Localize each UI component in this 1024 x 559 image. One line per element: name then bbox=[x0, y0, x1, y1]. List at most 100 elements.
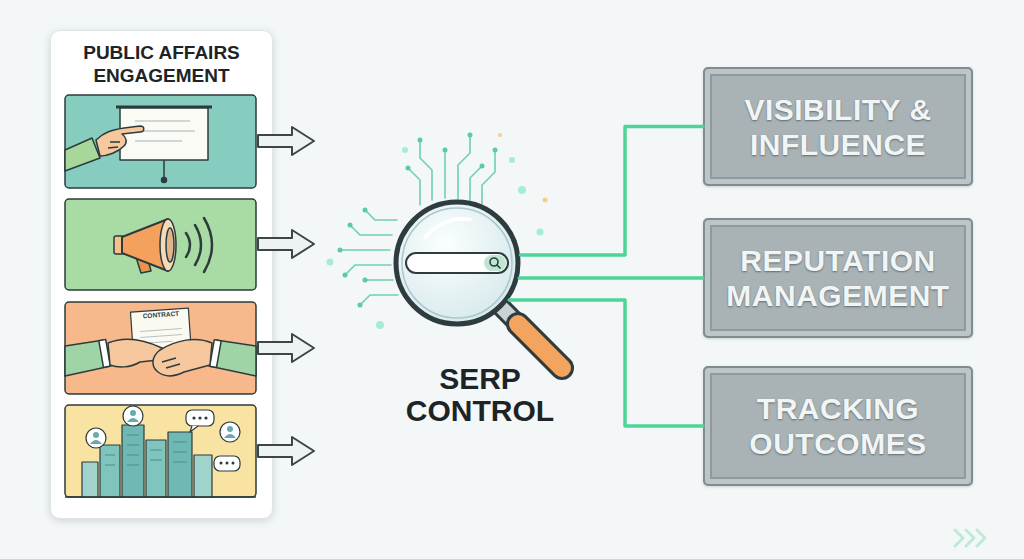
glow-sparkles bbox=[498, 133, 502, 137]
circuit-dots bbox=[338, 248, 343, 253]
city-card bbox=[214, 456, 240, 471]
city-card bbox=[130, 410, 136, 416]
search-bar bbox=[490, 258, 498, 266]
presentation-card bbox=[135, 130, 195, 132]
city-card bbox=[194, 455, 212, 497]
lens-glint bbox=[425, 219, 470, 237]
magnifier-handle bbox=[500, 306, 562, 368]
search-bar bbox=[484, 255, 506, 271]
flow-arrows bbox=[258, 127, 314, 155]
node-text: TRACKING OUTCOMES bbox=[717, 391, 959, 461]
circuit-dots bbox=[363, 208, 368, 213]
glow-sparkles bbox=[543, 198, 548, 203]
node-text: VISIBILITY & INFLUENCE bbox=[717, 92, 959, 162]
circuit-dots bbox=[343, 273, 348, 278]
circuit-dots bbox=[418, 138, 423, 143]
engagement-panel: PUBLIC AFFAIRS ENGAGEMENT bbox=[50, 30, 273, 519]
presentation-card bbox=[120, 108, 208, 160]
circuit-dots bbox=[493, 148, 498, 153]
circuit-lines bbox=[408, 168, 420, 205]
circuit-lines bbox=[360, 295, 398, 305]
megaphone-card bbox=[186, 218, 212, 272]
city-card bbox=[65, 405, 256, 497]
brand-chevrons bbox=[955, 530, 963, 546]
handshake-card bbox=[108, 339, 165, 367]
city-card bbox=[100, 445, 120, 497]
circuit-dots bbox=[348, 223, 353, 228]
megaphone-card bbox=[122, 219, 168, 271]
city-card bbox=[146, 440, 166, 497]
connector-line bbox=[519, 276, 703, 280]
city-card bbox=[220, 462, 223, 465]
handshake-card bbox=[65, 302, 256, 394]
circuit-dots bbox=[363, 278, 368, 283]
city-card bbox=[65, 496, 256, 498]
glow-dots bbox=[509, 157, 515, 163]
handshake-card bbox=[130, 308, 191, 358]
circuit-lines bbox=[340, 249, 390, 251]
search-bar bbox=[406, 253, 508, 273]
city-card bbox=[190, 426, 198, 432]
city-card bbox=[86, 428, 106, 448]
search-bar bbox=[406, 253, 508, 273]
city-card bbox=[232, 462, 235, 465]
circuit-lines bbox=[444, 150, 446, 198]
glow-dots bbox=[376, 321, 384, 329]
handshake-card bbox=[130, 308, 191, 358]
circuit-lines bbox=[458, 135, 470, 199]
circuit-dots bbox=[358, 303, 363, 308]
flow-arrows bbox=[258, 334, 314, 362]
handshake-card bbox=[153, 339, 212, 375]
city-card bbox=[198, 416, 201, 419]
handshake-card bbox=[140, 335, 182, 338]
circuit-dots bbox=[406, 166, 411, 171]
city-card bbox=[168, 432, 192, 497]
node-text: PUBLIC AFFAIRS ENGAGEMENT bbox=[51, 41, 272, 87]
presentation-card bbox=[135, 120, 190, 122]
presentation-card bbox=[116, 106, 212, 109]
megaphone-card bbox=[166, 228, 174, 262]
circuit-lines bbox=[350, 225, 392, 235]
city-card bbox=[127, 418, 139, 422]
magnifier-handle bbox=[518, 324, 562, 368]
glow-dots bbox=[518, 186, 526, 194]
glow-dots bbox=[327, 147, 544, 329]
presentation-card bbox=[65, 95, 256, 188]
handshake-card bbox=[141, 341, 173, 343]
presentation-card bbox=[162, 178, 167, 183]
presentation-card bbox=[108, 142, 120, 148]
presentation-card bbox=[135, 140, 182, 142]
handshake-card bbox=[209, 340, 256, 376]
circuit-dots bbox=[480, 164, 485, 169]
search-bar bbox=[497, 265, 500, 268]
city-card bbox=[123, 406, 143, 426]
megaphone-card bbox=[135, 252, 151, 273]
presentation-card bbox=[65, 95, 256, 188]
city-card bbox=[226, 462, 229, 465]
handshake-card bbox=[65, 302, 256, 394]
circuit-lines bbox=[470, 166, 482, 201]
city-card bbox=[122, 425, 144, 497]
node-text: SERP CONTROL bbox=[400, 363, 560, 427]
circuit-lines bbox=[345, 265, 391, 275]
lens-ring bbox=[396, 202, 518, 324]
search-lens: SERP CONTROL bbox=[393, 199, 521, 327]
handshake-card bbox=[162, 358, 180, 368]
brand-chevrons bbox=[966, 530, 974, 546]
flow-arrows bbox=[258, 230, 314, 258]
city-card bbox=[186, 410, 214, 426]
glow-sparkles bbox=[498, 133, 548, 203]
presentation-card bbox=[163, 160, 165, 178]
node-text: REPUTATION MANAGEMENT bbox=[717, 243, 959, 313]
city-card bbox=[204, 416, 207, 419]
circuit-lines bbox=[420, 140, 432, 200]
connector-line bbox=[520, 127, 703, 256]
city-card bbox=[227, 426, 233, 432]
outcome-box: REPUTATION MANAGEMENT bbox=[703, 218, 973, 338]
circuit-lines bbox=[365, 210, 397, 220]
presentation-card bbox=[96, 126, 144, 156]
connector-line bbox=[509, 300, 703, 426]
handshake-card bbox=[140, 329, 182, 332]
